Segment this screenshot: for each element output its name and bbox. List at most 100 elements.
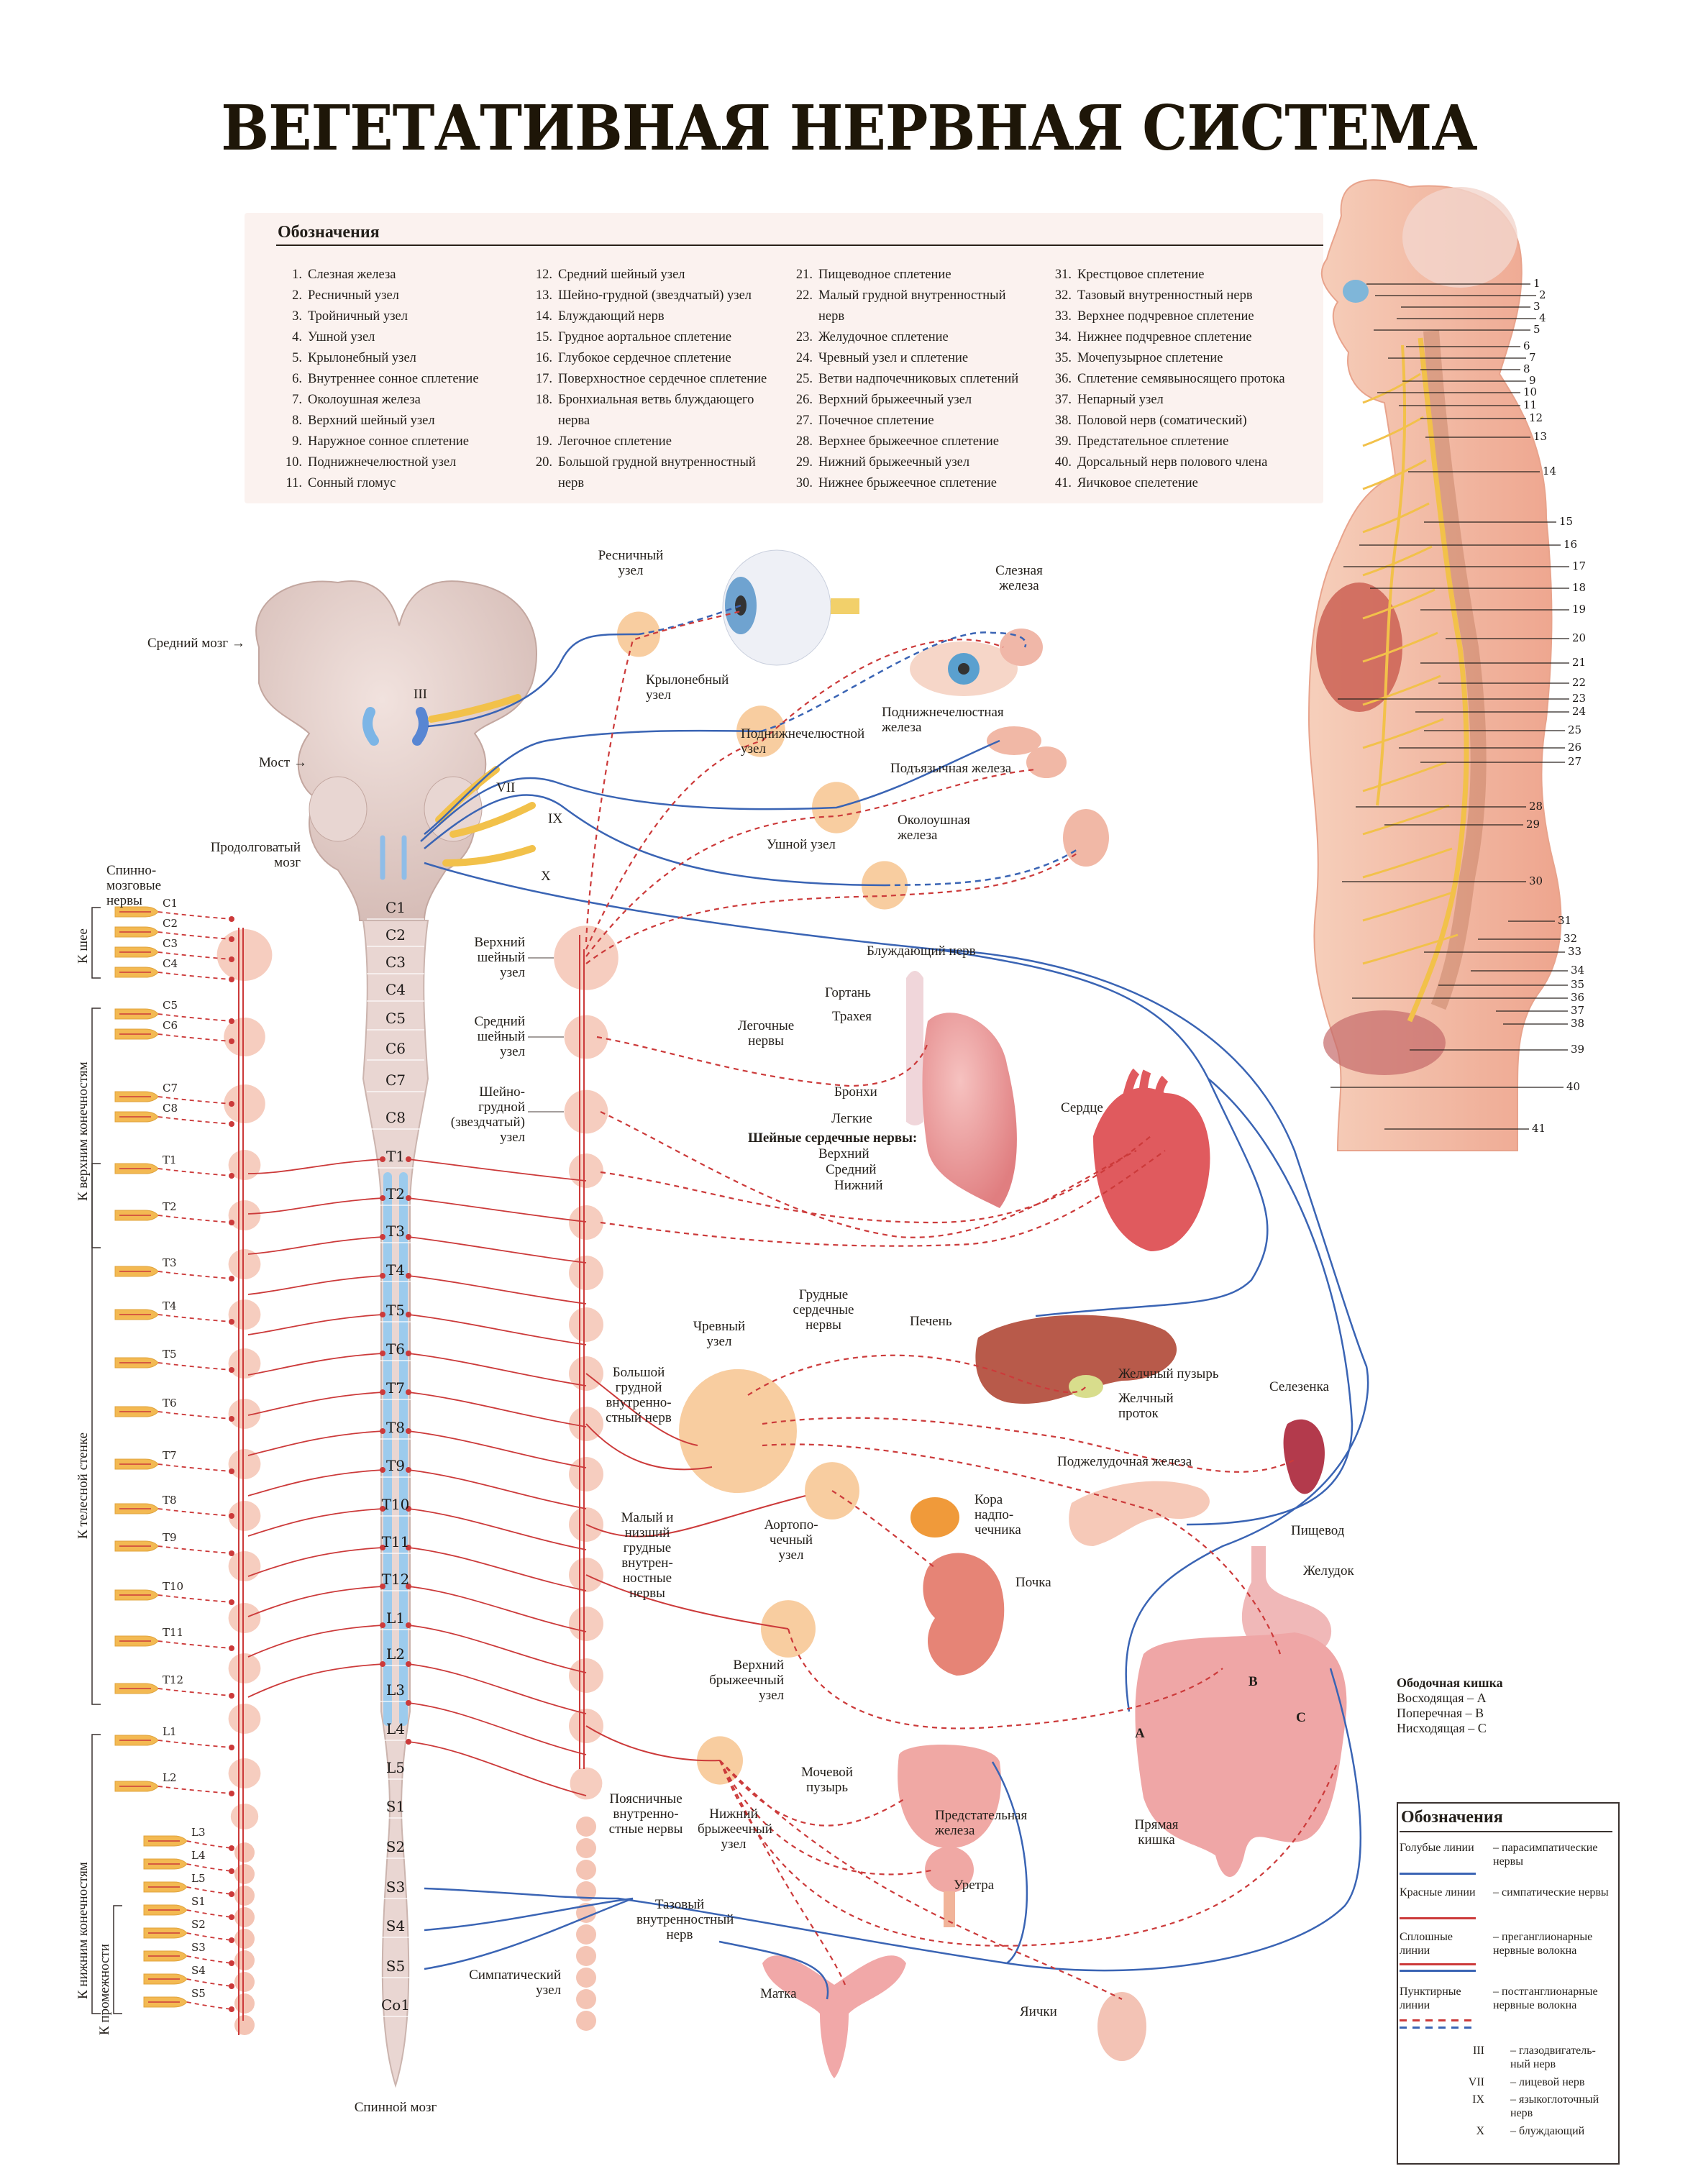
preganglionic-fiber-left	[247, 1547, 383, 1577]
cn-III-nucleus-left	[362, 707, 379, 746]
heart	[1093, 1087, 1210, 1251]
parasympathetic-fiber	[718, 1940, 829, 2000]
synapse-dot	[229, 1018, 234, 1024]
label-bile-duct: Желчный проток	[1118, 1391, 1174, 1421]
legend-item-number: 25.	[795, 372, 813, 386]
sympathetic-ganglion-right	[576, 1881, 596, 1901]
sympathetic-ganglion-left	[228, 1299, 261, 1330]
legend-cn-VII-desc: – лицевой нерв	[1510, 2076, 1585, 2088]
legend-key-dashed: Пунктирные линии	[1400, 1986, 1461, 2011]
synapse-dot	[229, 1513, 234, 1519]
label-stomach: Желудок	[1303, 1563, 1354, 1578]
legend-cn-VII: VII	[1468, 2076, 1484, 2088]
label-otic-ganglion: Ушной узел	[767, 837, 836, 852]
bladder-shape	[1323, 1010, 1446, 1075]
sympathetic-postganglionic	[719, 1760, 846, 1986]
sympathetic-ganglion-right	[576, 1838, 596, 1858]
legend-key-red: Красные линии	[1400, 1886, 1476, 1899]
sympathetic-ganglion-right	[576, 1924, 596, 1945]
sympathetic-ganglion-left	[228, 1200, 261, 1230]
label-cn-III: III	[414, 687, 427, 702]
sympathetic-ganglion-right	[569, 1307, 603, 1342]
label-cn-VII: VII	[496, 780, 516, 795]
legend-item-label: Ветви надпочечниковых сплетений	[818, 372, 1019, 386]
brain-shape	[1402, 187, 1517, 288]
label-larynx: Гортань	[825, 985, 871, 1000]
legend-item: 8.Верхний шейный узел	[276, 411, 524, 431]
celiac-ganglion	[679, 1369, 797, 1494]
nerve-branch	[1362, 675, 1441, 706]
legend-item: 35.Мочепузырное сплетение	[1046, 348, 1315, 369]
label-cn-X: X	[541, 869, 551, 884]
sympathetic-ganglion-right	[576, 1860, 596, 1880]
postganglionic-fiber	[158, 1463, 232, 1472]
label-middle-cervical-ganglion: Средний шейный узел	[474, 1014, 525, 1059]
legend-item: 29.Нижний брыжеечный узел	[787, 452, 1034, 473]
group-bracket	[91, 907, 101, 979]
legend-desc-blue: – парасимпатические нервы	[1493, 1842, 1598, 1868]
legend-item: 39.Предстательное сплетение	[1046, 431, 1315, 452]
legend-item-number: 19.	[535, 434, 552, 449]
legend-cn-IX: IX	[1472, 2093, 1484, 2106]
parasympathetic-fiber	[424, 1897, 634, 1970]
splanchnic-preganglionic	[585, 1574, 789, 1630]
label-lungs: Легкие	[831, 1111, 872, 1126]
submandibular-gland	[987, 726, 1041, 755]
label-rectum: Прямая кишка	[1134, 1817, 1179, 1847]
legend-item-label: Блуждающий нерв	[558, 309, 665, 324]
preganglionic-fiber-right	[408, 1353, 587, 1386]
postganglionic-fiber	[158, 972, 232, 980]
label-gallbladder: Желчный пузырь	[1118, 1366, 1219, 1381]
cerebellar-peduncle	[309, 776, 368, 842]
sympathetic-ganglion-left	[228, 1348, 261, 1379]
sympathetic-postganglionic	[600, 1136, 1151, 1224]
sympathetic-ganglion-left	[230, 1804, 259, 1829]
legend-item-number: 16.	[535, 351, 552, 365]
postganglionic-fiber	[158, 1688, 232, 1696]
legend-desc-red: – симпатические нервы	[1493, 1886, 1609, 1899]
synapse-dot	[229, 1319, 234, 1325]
colon-descending: Нисходящая – C	[1397, 1721, 1487, 1735]
legend-item: 6.Внутреннее сонное сплетение	[276, 369, 524, 390]
legend-swatch-red	[1400, 1917, 1476, 1919]
legend-item-number: 35.	[1054, 351, 1072, 365]
legend-item-label: Верхний брыжеечный узел	[818, 393, 972, 407]
legend-item: 22.Малый грудной внутренностный нерв	[787, 285, 1034, 327]
legend-item-number: 37.	[1054, 393, 1072, 407]
sympathetic-ganglion-left	[228, 1603, 261, 1633]
label-lumbar-splanchnic: Поясничные внутренно-стные нервы	[608, 1791, 683, 1837]
sympathetic-ganglion-right	[570, 1767, 603, 1800]
synapse-dot	[229, 1745, 234, 1750]
synapse-dot	[380, 1545, 385, 1550]
lateral-horn-right	[399, 1172, 408, 1726]
legend-item: 30.Нижнее брыжеечное сплетение	[787, 473, 1034, 494]
preganglionic-fiber-left	[247, 1353, 383, 1376]
label-cc-upper: Верхний	[818, 1146, 869, 1161]
legend-item-label: Почечное сплетение	[818, 414, 934, 428]
line-legend-heading: Обозначения	[1401, 1808, 1503, 1827]
sympathetic-ganglion-left	[224, 1018, 265, 1056]
label-pterygopalatine-ganglion: Крылонебный узел	[646, 672, 729, 703]
legend-item-number: 24.	[795, 351, 813, 365]
body-figure	[1307, 179, 1569, 1151]
label-pons-text: Мост	[259, 755, 291, 770]
nerve-branch	[1362, 502, 1430, 534]
legend-item-label: Поверхностное сердечное сплетение	[558, 372, 767, 386]
liver	[975, 1315, 1177, 1404]
sympathetic-ganglion-right	[576, 1946, 596, 1966]
sympathetic-postganglionic	[600, 1111, 1137, 1238]
legend-item-label: Нижнее брыжеечное сплетение	[818, 476, 997, 490]
label-bronchi: Бронхи	[834, 1084, 877, 1100]
sympathetic-ganglion-left	[228, 1150, 261, 1180]
sympathetic-ganglion-left	[228, 1653, 261, 1683]
postganglionic-fiber	[186, 1909, 232, 1918]
sympathetic-ganglion-left	[228, 1249, 261, 1279]
legend-item-number: 31.	[1054, 268, 1072, 282]
legend-item: 34.Нижнее подчревное сплетение	[1046, 327, 1315, 348]
group-bracket	[113, 1905, 122, 2014]
postganglionic-fiber	[158, 1508, 232, 1517]
synapse-dot	[380, 1389, 385, 1395]
sympathetic-ganglion-right	[569, 1607, 603, 1641]
optic-nerve	[831, 598, 859, 614]
